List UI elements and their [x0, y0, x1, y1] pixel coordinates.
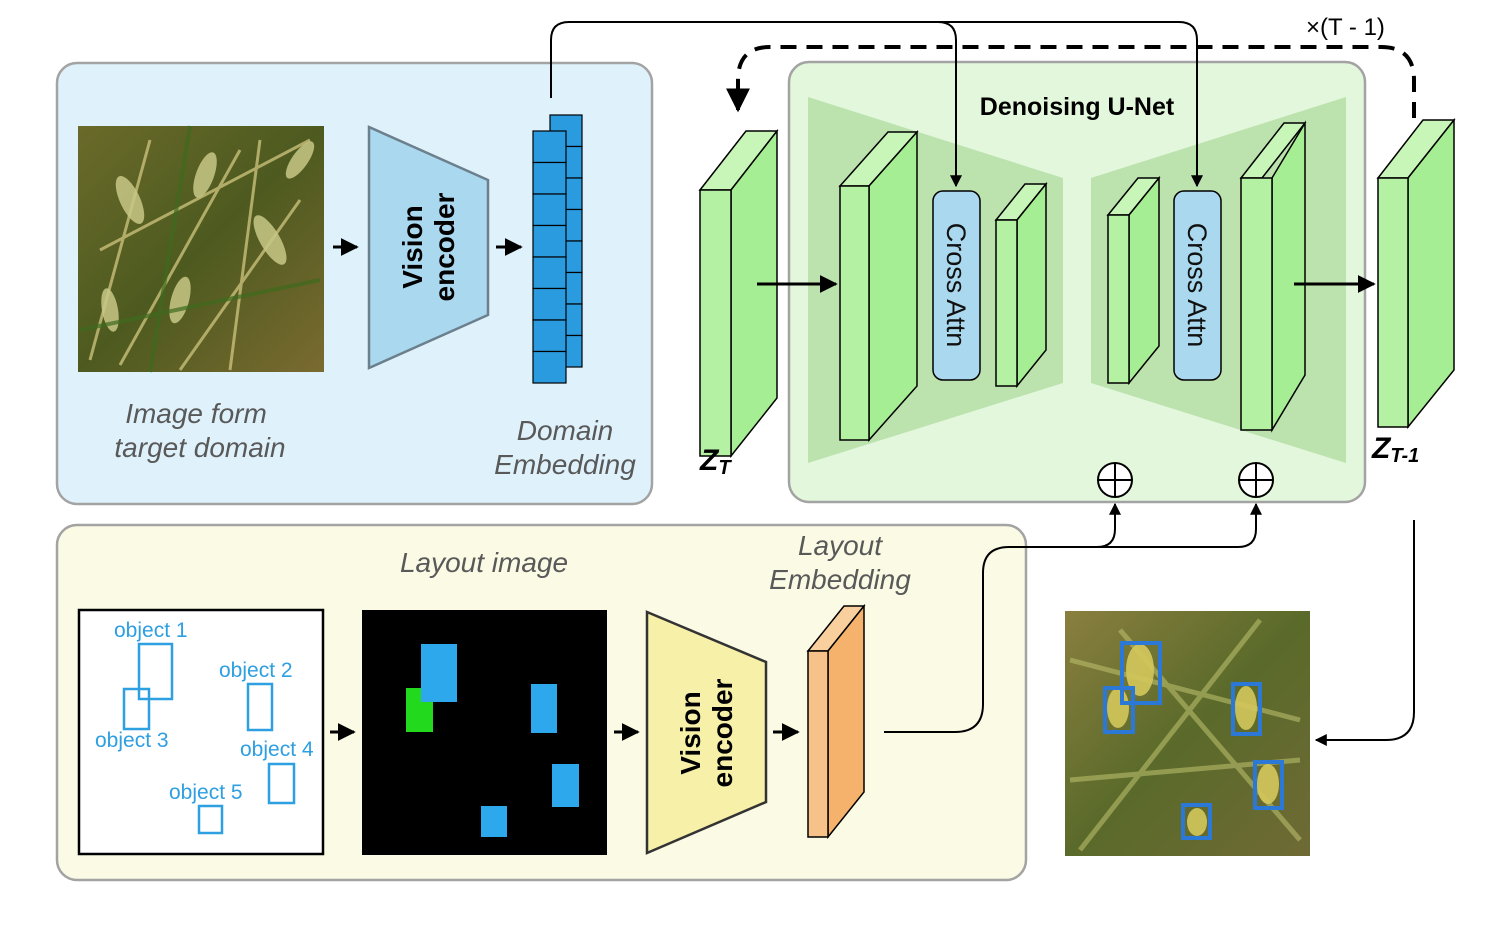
generated-output-image: [1065, 611, 1310, 856]
zt-label: ZT: [699, 444, 732, 479]
object-layout-canvas: [77, 608, 325, 856]
image-caption-line1: Image form: [125, 398, 267, 429]
domain-embedding-front-cell: [532, 161, 567, 195]
object-4-label: object 4: [240, 738, 314, 761]
layout-encoder-label-line1: Vision: [675, 691, 706, 775]
domain-embedding: [532, 114, 583, 384]
zt1-to-output-arrow: [1314, 520, 1415, 746]
mask-blue-object-2: [531, 684, 557, 733]
domain-embedding-front-cell: [532, 287, 567, 321]
mask-blue-object-1: [421, 644, 457, 702]
image-caption-line2: target domain: [114, 432, 285, 463]
domain-embedding-front-cell: [532, 350, 567, 384]
domain-embedding-front-cell: [532, 224, 567, 258]
cross-attn-left-label: Cross Attn: [941, 223, 971, 348]
repeat-label: ×(T - 1): [1306, 14, 1385, 41]
domain-vision-encoder: [367, 125, 490, 370]
object-2-label: object 2: [219, 659, 293, 682]
output-box-2: [1103, 686, 1135, 734]
output-box-4: [1253, 760, 1284, 810]
target-domain-image: [78, 125, 324, 373]
object-5-box: [197, 804, 224, 835]
domain-embedding-to-cross-attn-right: [938, 21, 1203, 188]
layout-embedding-connector-right: [1097, 502, 1262, 548]
output-box-1: [1120, 641, 1162, 705]
layout-embedding-label-line1: Layout: [798, 530, 883, 561]
domain-embedding-to-cross-attn: [550, 21, 962, 188]
domain-embedding-front-cell: [532, 193, 567, 227]
zt1-label: ZT-1: [1371, 432, 1419, 467]
layout-encoder-label-line2: encoder: [707, 678, 738, 787]
object-3-label: object 3: [95, 729, 169, 752]
latent-zt: [698, 128, 779, 459]
domain-encoder-label-line2: encoder: [429, 192, 460, 301]
domain-embedding-front-cell: [532, 319, 567, 353]
layout-embedding-connector: [884, 502, 1121, 733]
latent-zt-minus-1: [1376, 117, 1456, 430]
layout-vision-encoder: [645, 610, 768, 855]
unet-decoder-block-1: [1106, 175, 1161, 386]
object-5-label: object 5: [169, 781, 243, 804]
object-2-box: [246, 682, 274, 732]
unet-encoder-block-1: [838, 130, 919, 442]
unet-title: Denoising U-Net: [980, 93, 1175, 121]
domain-embedding-label-line2: Embedding: [494, 449, 636, 480]
object-3-box: [122, 687, 151, 731]
object-1-box: [137, 642, 174, 701]
domain-embedding-front-cell: [532, 130, 567, 164]
mask-blue-object-4: [481, 806, 507, 837]
unet-decoder-block-2: [1239, 120, 1307, 433]
layout-embedding-label-line2: Embedding: [769, 564, 911, 595]
domain-encoder-label-line1: Vision: [397, 205, 428, 289]
output-box-5: [1181, 803, 1212, 840]
domain-embedding-label-line1: Domain: [517, 415, 613, 446]
layout-embedding: [806, 603, 866, 840]
unet-encoder-block-2: [994, 181, 1048, 389]
object-1-label: object 1: [114, 619, 188, 642]
cross-attn-right: [1173, 190, 1222, 381]
domain-embedding-front-cell: [532, 256, 567, 290]
output-box-3: [1231, 682, 1262, 736]
object-4-box: [267, 762, 296, 805]
add-circle-left: [1097, 462, 1133, 498]
mask-blue-object-3: [552, 764, 579, 807]
repeat-loop-arrow: [726, 45, 1416, 118]
cross-attn-left: [932, 190, 981, 381]
layout-image-label: Layout image: [400, 547, 568, 578]
cross-attn-right-label: Cross Attn: [1182, 223, 1212, 348]
add-circle-right: [1238, 462, 1274, 498]
